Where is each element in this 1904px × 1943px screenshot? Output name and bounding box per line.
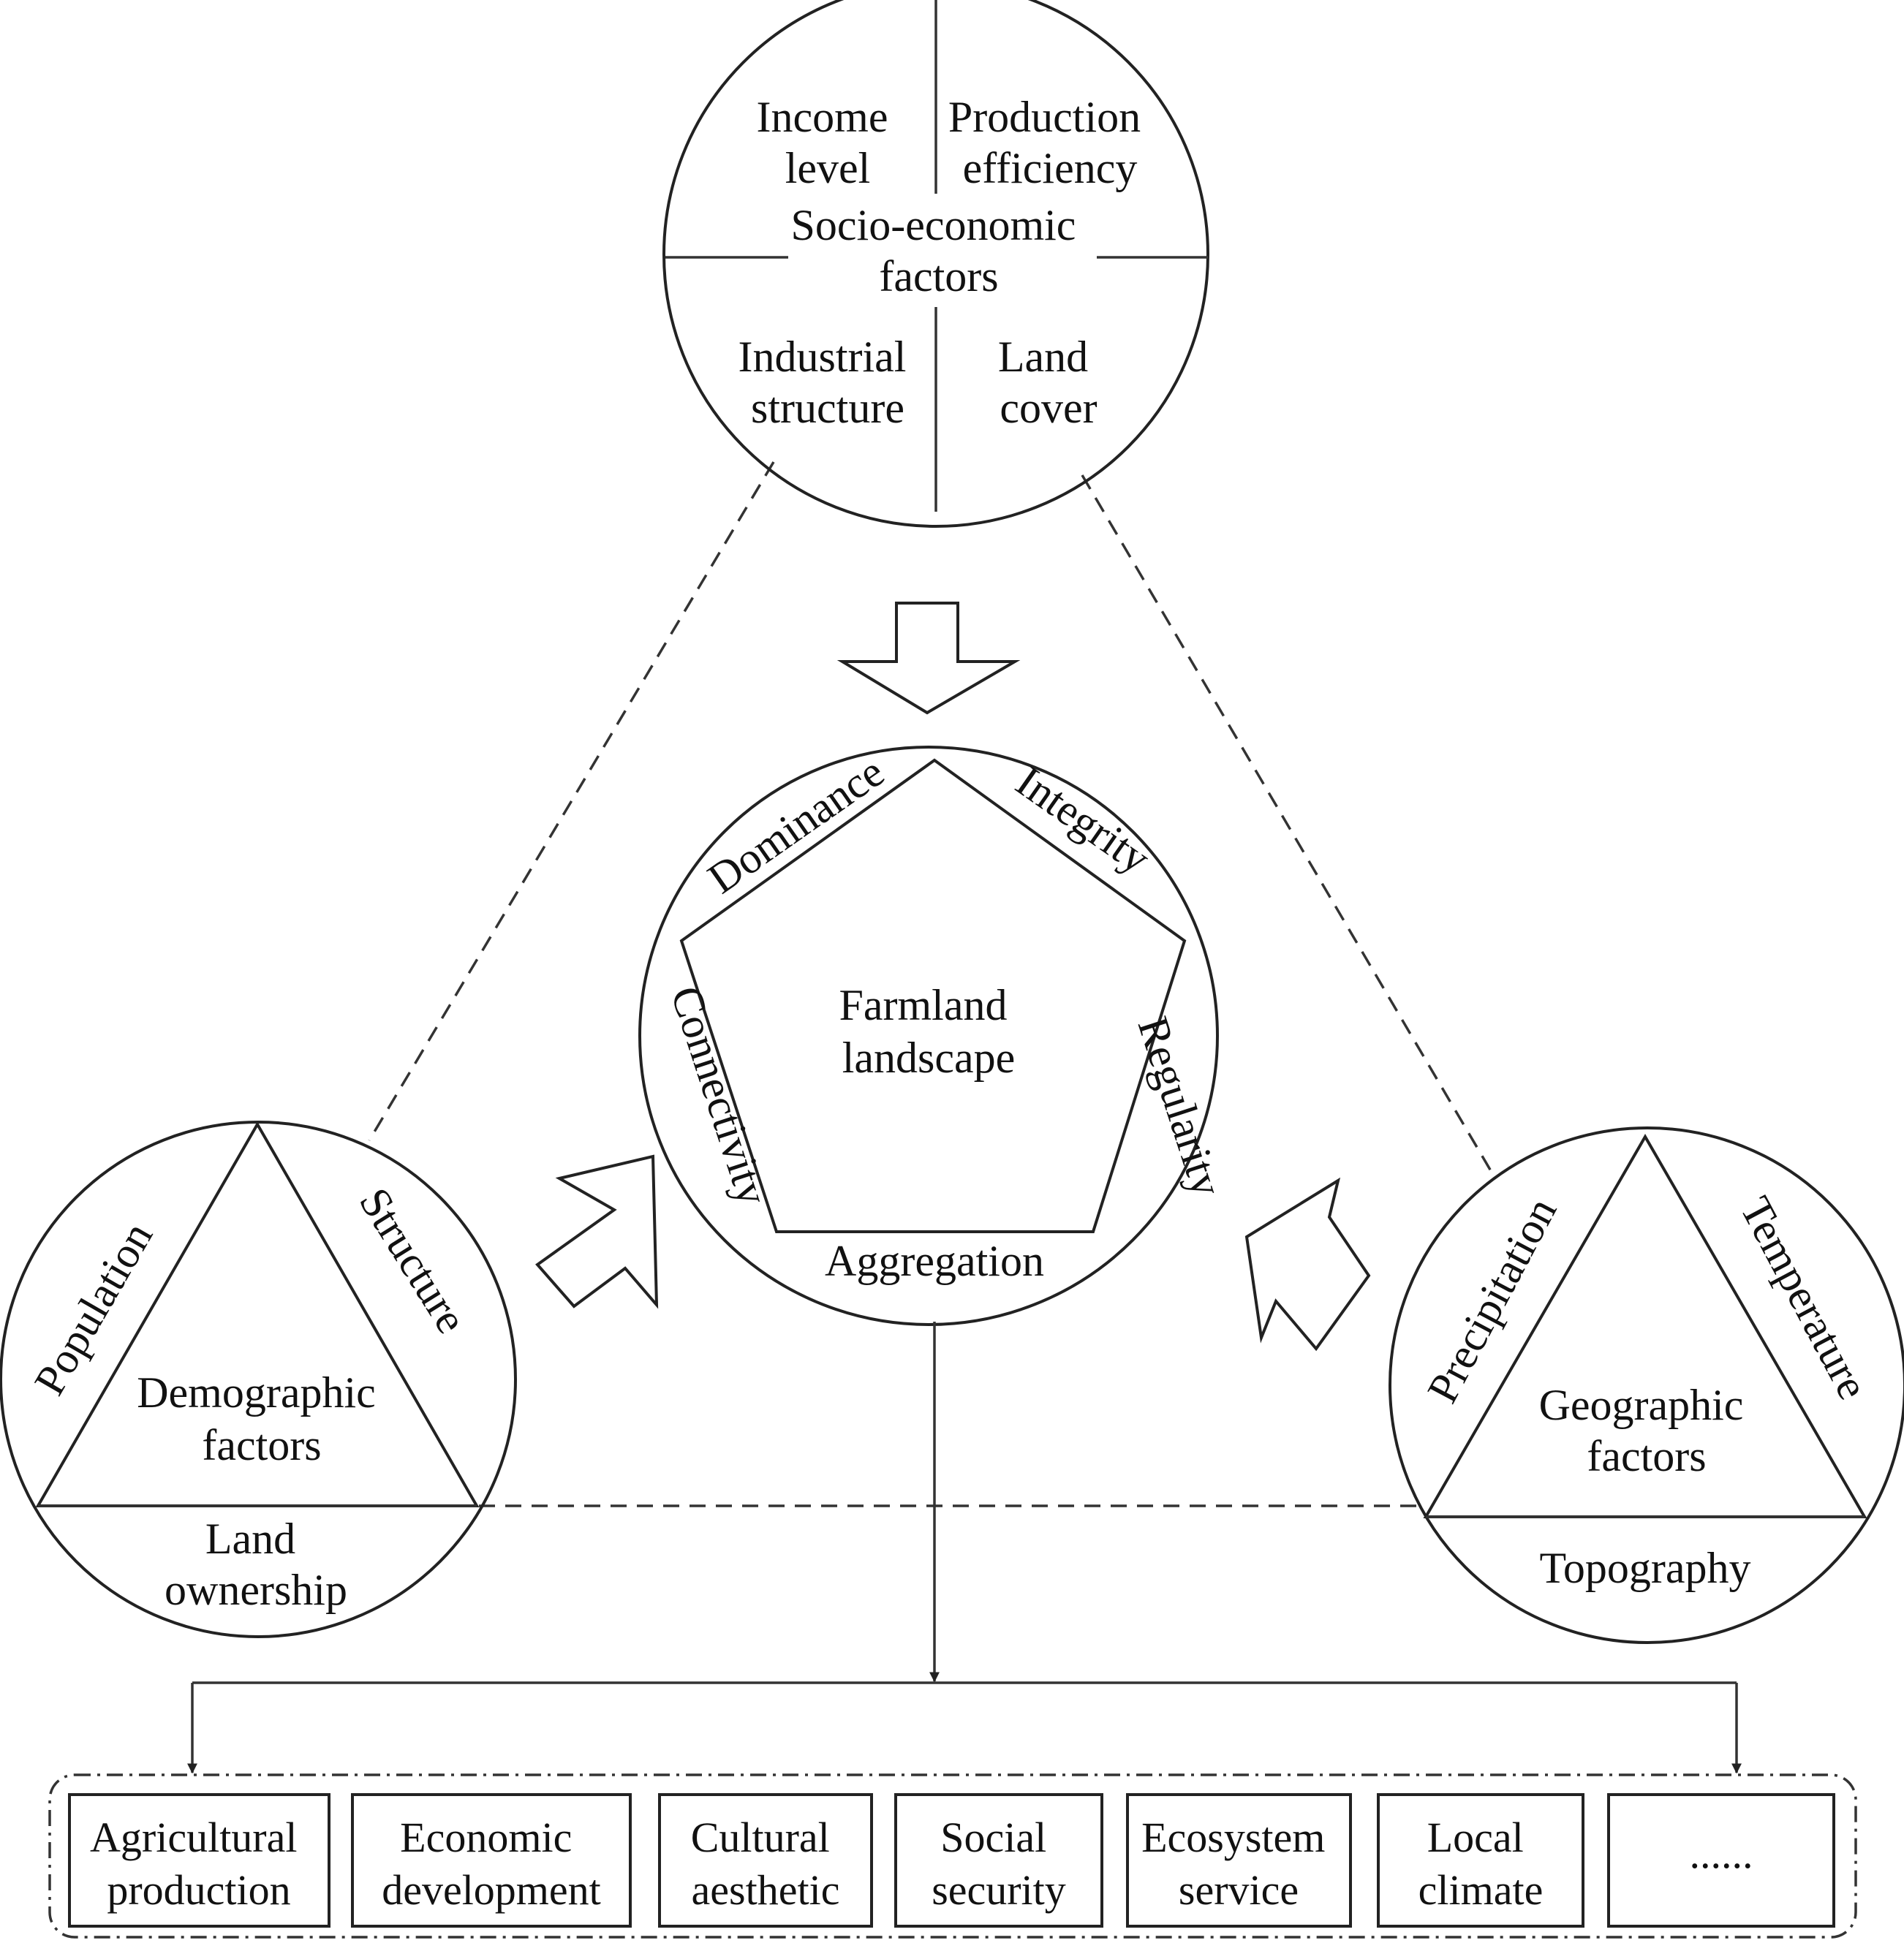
outcome-box-economic-development: Economic development bbox=[351, 1793, 632, 1928]
outcomes-container bbox=[48, 1773, 1857, 1939]
income-level-label: Income level bbox=[757, 93, 899, 192]
outcome-box-agricultural-production: Agricultural production bbox=[68, 1793, 330, 1928]
industrial-structure-label: Industrial structure bbox=[738, 333, 918, 432]
dashed-link-top-left bbox=[368, 461, 775, 1141]
geographic-title: Geographic factors bbox=[1539, 1381, 1755, 1480]
socio-economic-title: Socio-economic factors bbox=[791, 201, 1087, 300]
hollow-arrow-up-left bbox=[1244, 1177, 1371, 1352]
land-cover-label: Land cover bbox=[998, 333, 1099, 432]
aggregation-label: Aggregation bbox=[825, 1237, 1044, 1285]
svg-text:Social security: Social security bbox=[932, 1814, 1066, 1914]
topography-label: Topography bbox=[1539, 1544, 1750, 1592]
outcome-box-more: ...... bbox=[1607, 1793, 1835, 1928]
land-ownership-label: Land ownership bbox=[165, 1515, 347, 1614]
production-efficiency-label: Production efficiency bbox=[948, 93, 1152, 192]
svg-text:Local climate: Local climate bbox=[1418, 1814, 1544, 1914]
outcome-box-local-climate: Local climate bbox=[1377, 1793, 1584, 1928]
farmland-landscape-circle: Farmland landscape Dominance Integrity R… bbox=[638, 746, 1232, 1326]
outcome-box-ecosystem-service: Ecosystem service bbox=[1126, 1793, 1352, 1928]
svg-text:Cultural aesthetic: Cultural aesthetic bbox=[691, 1814, 841, 1914]
dashed-link-top-right bbox=[1081, 474, 1497, 1179]
svg-text:Agricultural production: Agricultural production bbox=[90, 1814, 308, 1914]
integrity-label: Integrity bbox=[1008, 757, 1159, 883]
svg-text:Economic development: Economic development bbox=[382, 1814, 601, 1914]
hollow-arrow-down bbox=[836, 602, 1021, 715]
svg-text:Ecosystem service: Ecosystem service bbox=[1141, 1814, 1336, 1914]
farmland-landscape-title: Farmland landscape bbox=[839, 981, 1019, 1082]
connectivity-label: Connectivity bbox=[662, 980, 778, 1211]
hollow-arrow-up-right bbox=[535, 1154, 659, 1309]
svg-text:......: ...... bbox=[1690, 1830, 1753, 1877]
outcome-box-cultural-aesthetic: Cultural aesthetic bbox=[658, 1793, 873, 1928]
outcome-box-social-security: Social security bbox=[894, 1793, 1103, 1928]
dominance-label: Dominance bbox=[699, 747, 892, 903]
socio-economic-factors-circle: Income level Production efficiency Socio… bbox=[662, 0, 1209, 528]
demographic-factors-circle: Demographic factors Population Structure… bbox=[0, 1121, 517, 1638]
precipitation-label: Precipitation bbox=[1418, 1190, 1565, 1411]
demographic-title: Demographic factors bbox=[137, 1368, 387, 1469]
geographic-factors-circle: Geographic factors Precipitation Tempera… bbox=[1389, 1126, 1904, 1644]
temperature-label: Temperature bbox=[1731, 1189, 1878, 1407]
